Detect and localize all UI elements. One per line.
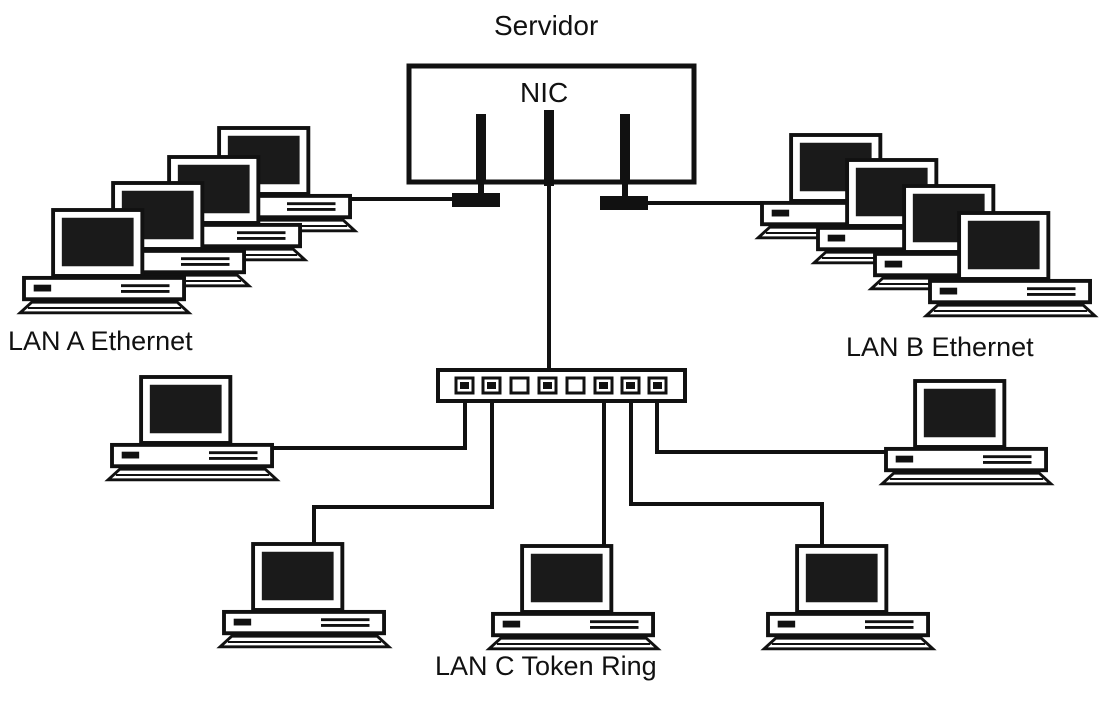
server-node: [406, 63, 697, 210]
cable-hub-station-4: [629, 394, 824, 548]
computer-icon: [106, 375, 279, 482]
lan-a-label: LAN A Ethernet: [8, 326, 193, 356]
hub-node: [436, 368, 687, 403]
lan-c-workstations: [106, 375, 1053, 651]
cable-hub-station-2: [312, 394, 494, 548]
nic-label: NIC: [520, 77, 569, 108]
connector-left: [452, 193, 500, 207]
lan-b-workstations: [756, 133, 1097, 318]
cable-hub-station-5: [655, 394, 885, 454]
nic-card-right: [620, 114, 630, 184]
network-cables: [262, 186, 885, 548]
computer-icon: [487, 544, 660, 651]
hub-port-3: [509, 376, 530, 395]
hub-box: [436, 368, 687, 403]
computer-icon: [880, 379, 1053, 486]
cable-hub-station-1: [262, 394, 467, 450]
computer-icon: [218, 542, 391, 649]
lan-c-label: LAN C Token Ring: [435, 651, 657, 681]
lan-b-label: LAN B Ethernet: [846, 332, 1034, 362]
computer-icon: [762, 544, 935, 651]
server-title: Servidor: [494, 10, 599, 41]
nic-card-left: [476, 114, 486, 184]
connector-right: [600, 196, 648, 210]
lan-a-workstations: [18, 126, 357, 315]
hub-port-5: [565, 376, 586, 395]
nic-card-center: [544, 110, 554, 186]
